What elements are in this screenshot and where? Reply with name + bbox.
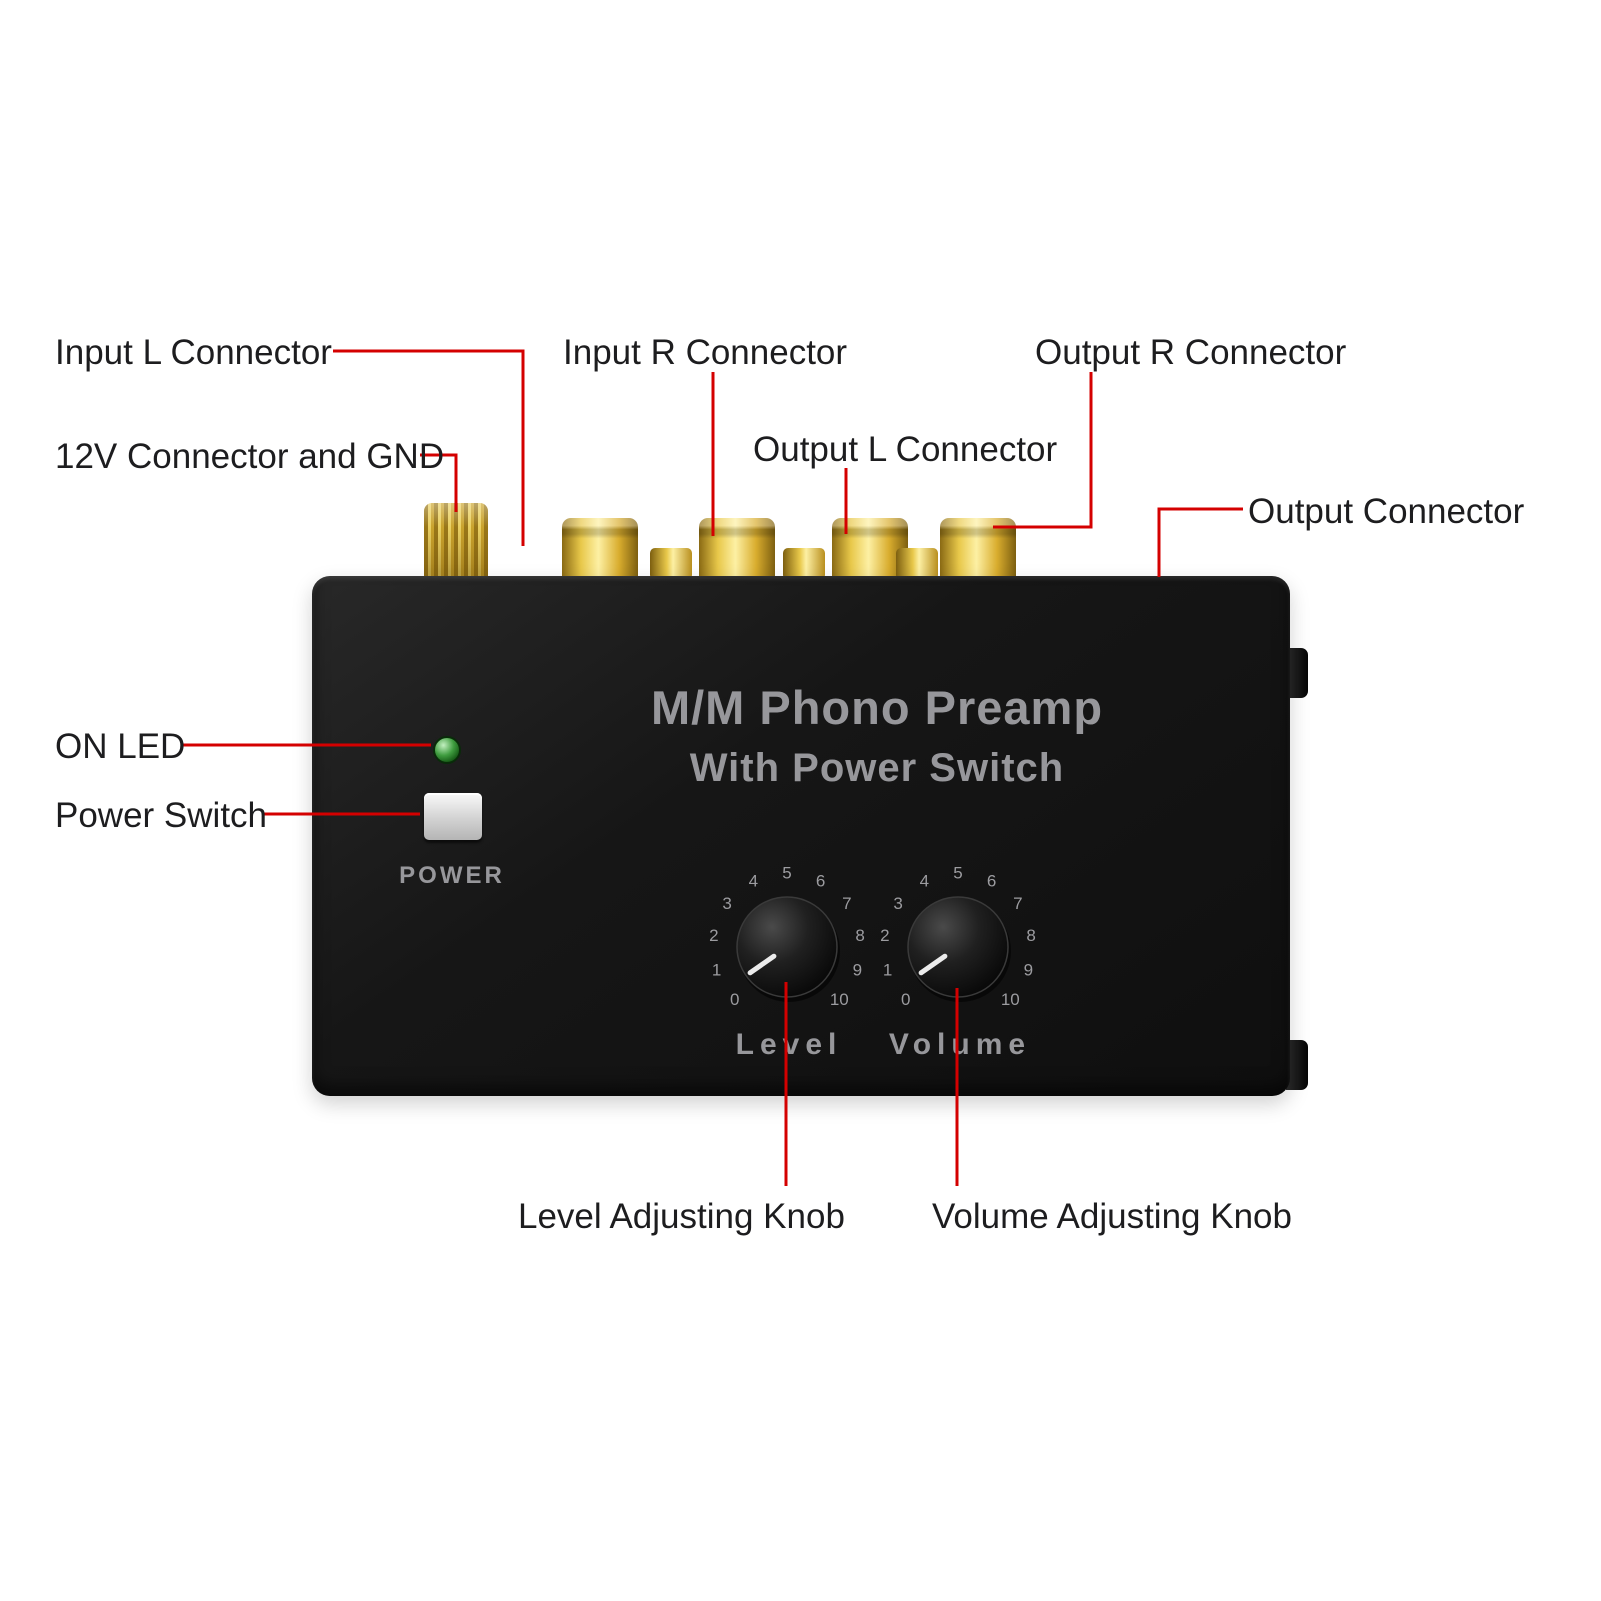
label-12v-connector-gnd: 12V Connector and GND <box>55 437 445 476</box>
svg-text:10: 10 <box>830 990 849 1009</box>
svg-text:8: 8 <box>1026 926 1035 945</box>
label-input-r-connector: Input R Connector <box>563 333 848 372</box>
rca-input-l-connector <box>562 518 638 582</box>
svg-text:7: 7 <box>842 894 851 913</box>
label-level-adjusting-knob: Level Adjusting Knob <box>518 1197 845 1236</box>
label-output-r-connector: Output R Connector <box>1035 333 1347 372</box>
rca-output-r-connector <box>940 518 1016 582</box>
svg-text:9: 9 <box>1024 960 1033 979</box>
svg-text:7: 7 <box>1013 894 1022 913</box>
svg-text:6: 6 <box>816 872 825 891</box>
power-switch-button <box>424 793 482 840</box>
svg-text:10: 10 <box>1001 990 1020 1009</box>
svg-text:3: 3 <box>893 894 902 913</box>
output-jack-bottom <box>1286 1040 1308 1090</box>
svg-text:4: 4 <box>920 872 929 891</box>
label-output-l-connector: Output L Connector <box>753 430 1058 469</box>
svg-text:4: 4 <box>749 872 758 891</box>
device-title: M/M Phono Preamp <box>650 681 1104 734</box>
jack-nut <box>650 548 692 580</box>
power-led <box>433 736 461 764</box>
label-output-connector: Output Connector <box>1248 492 1525 531</box>
svg-text:2: 2 <box>709 926 718 945</box>
label-volume-adjusting-knob: Volume Adjusting Knob <box>932 1197 1292 1236</box>
callout-output <box>1157 507 1243 577</box>
jack-nut <box>783 548 825 580</box>
phono-preamp-device: M/M Phono Preamp With Power Switch POWER… <box>312 576 1290 1096</box>
level-knob-label: Level <box>735 1028 843 1061</box>
svg-text:0: 0 <box>730 990 739 1009</box>
svg-text:0: 0 <box>901 990 910 1009</box>
volume-knob-label: Volume <box>888 1028 1032 1061</box>
jack-nut <box>896 548 938 580</box>
svg-text:9: 9 <box>853 960 862 979</box>
label-power-switch: Power Switch <box>55 796 268 835</box>
svg-text:8: 8 <box>855 926 864 945</box>
power-switch-label: POWER <box>399 862 505 889</box>
svg-text:1: 1 <box>712 960 721 979</box>
label-on-led: ON LED <box>55 727 186 766</box>
svg-text:3: 3 <box>722 894 731 913</box>
dc-12v-connector <box>424 503 488 583</box>
svg-text:6: 6 <box>987 872 996 891</box>
svg-text:2: 2 <box>880 926 889 945</box>
label-input-l-connector: Input L Connector <box>55 333 332 372</box>
rca-input-r-connector <box>699 518 775 582</box>
svg-text:5: 5 <box>953 864 962 883</box>
svg-text:1: 1 <box>883 960 892 979</box>
svg-text:5: 5 <box>782 864 791 883</box>
device-subtitle: With Power Switch <box>689 746 1065 790</box>
output-jack-top <box>1286 648 1308 698</box>
